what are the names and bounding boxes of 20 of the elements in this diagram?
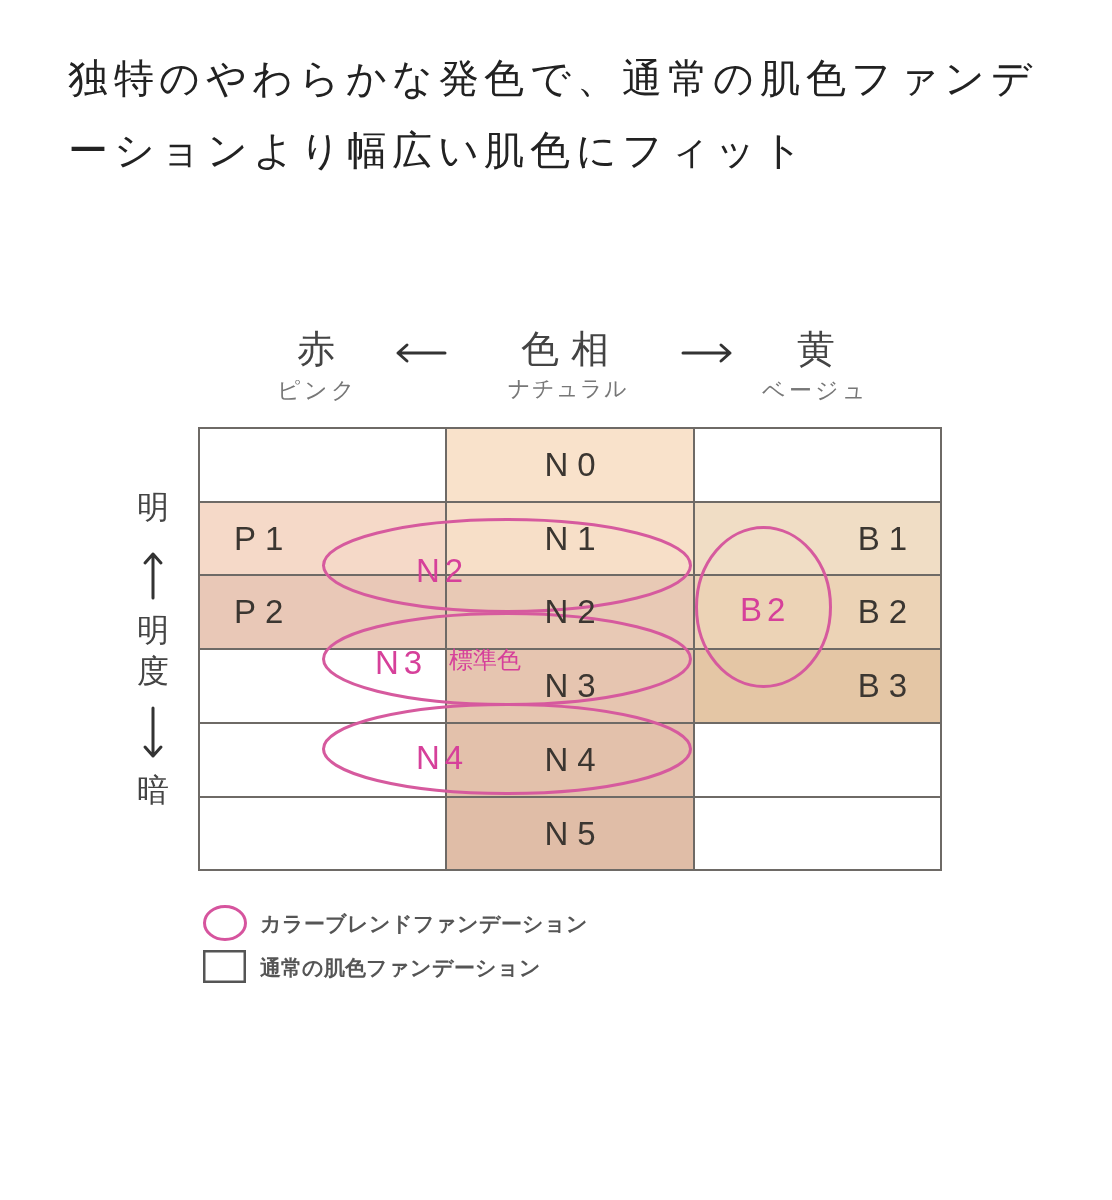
- axis-label: 明: [137, 491, 169, 523]
- axis-sublabel: ナチュラル: [506, 378, 628, 400]
- axis-label: 色相: [520, 330, 621, 368]
- legend-text: 通常の肌色ファンデーション: [260, 957, 541, 979]
- table-cell: N0: [445, 427, 695, 503]
- axis-label: 明度: [137, 610, 169, 692]
- table-cell: B1: [693, 501, 942, 576]
- ellipse-label: B2: [740, 593, 791, 626]
- legend-text: カラーブレンドファンデーション: [260, 913, 588, 935]
- highlight-ellipse: [695, 526, 832, 688]
- ellipse-label: 標準色: [449, 648, 521, 672]
- axis-label: 暗: [137, 774, 169, 806]
- axis-sublabel: ピンク: [276, 378, 358, 402]
- axis-sublabel: ベージュ: [761, 378, 869, 402]
- highlight-ellipse: [322, 703, 692, 795]
- table-cell: N5: [445, 796, 695, 871]
- title: 独特のやわらかな発色で、通常の肌色ファンデーションより幅広い肌色にフィット: [68, 54, 1039, 175]
- table-cell: B3: [693, 648, 942, 724]
- axis-label: 黄: [797, 330, 835, 368]
- axis-label: 赤: [297, 330, 335, 368]
